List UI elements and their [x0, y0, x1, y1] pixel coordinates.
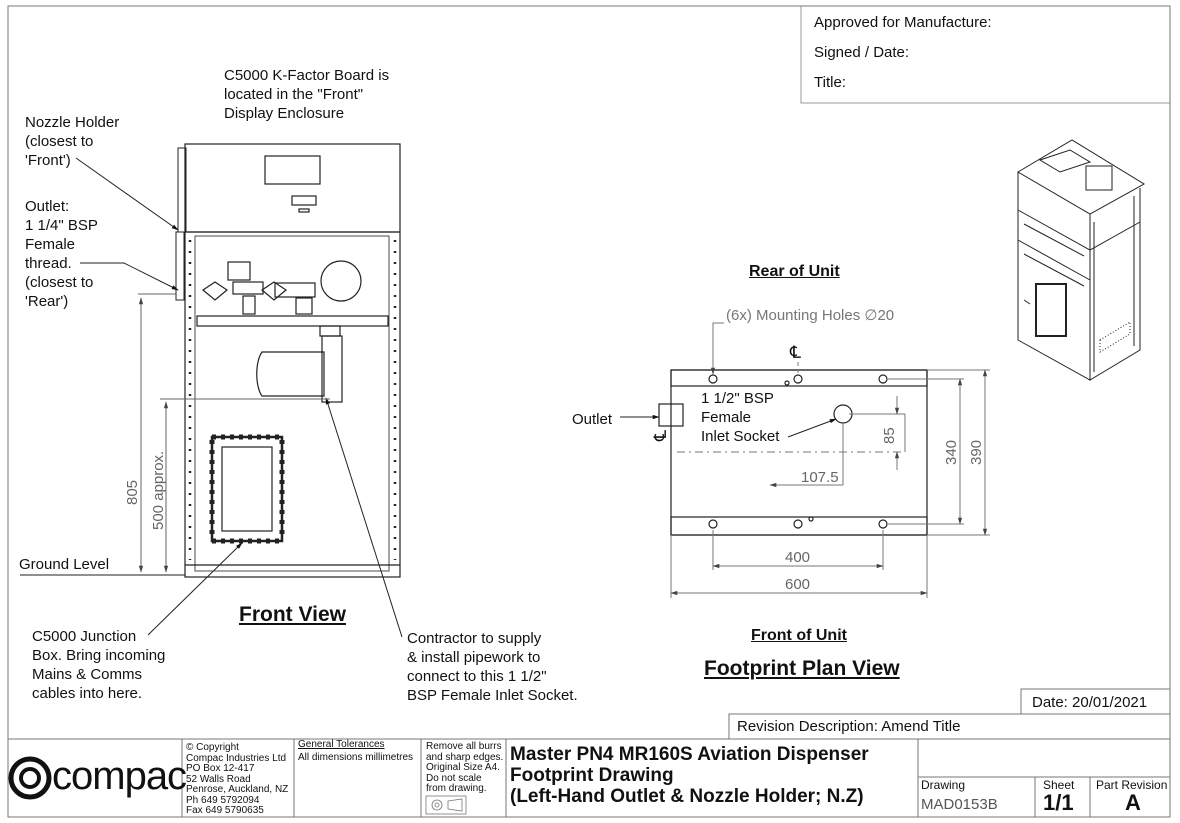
approval-box — [800, 6, 1170, 104]
revision-date: Date: 20/01/2021 — [1032, 694, 1148, 711]
drawing-label: Drawing — [921, 778, 966, 792]
mounting-holes-label: (6x) Mounting Holes ∅20 — [726, 307, 895, 324]
mounting-holes — [708, 374, 888, 529]
title-label: Title: — [814, 74, 846, 91]
dim-107-5: 107.5 — [801, 469, 839, 486]
approved-label: Approved for Manufacture: — [814, 14, 992, 31]
contractor-leader — [325, 397, 403, 638]
dim-85: 85 — [881, 427, 898, 444]
dim-600: 600 — [785, 576, 811, 593]
isometric-view — [1017, 139, 1145, 381]
dim-805: 805 — [124, 479, 141, 505]
front-view-title: Front View — [239, 603, 346, 626]
company-logo-text: compac — [52, 754, 187, 798]
projection-symbol — [425, 795, 467, 815]
sheet-value: 1/1 — [1043, 790, 1074, 815]
dim-340: 340 — [943, 439, 960, 465]
outlet-label: Outlet — [572, 411, 613, 428]
sheet-border — [7, 5, 1171, 818]
revision-description: Revision Description: Amend Title — [737, 718, 961, 735]
contractor-note: Contractor to supply & install pipework … — [407, 630, 578, 704]
plan-view-title: Footprint Plan View — [704, 657, 900, 680]
company-details: © Copyright Compac Industries Ltd PO Box… — [186, 742, 289, 816]
outlet-leader — [80, 262, 179, 291]
ground-level-label: Ground Level — [19, 556, 110, 573]
signed-label: Signed / Date: — [814, 44, 910, 61]
dim-500-approx: 500 approx. — [150, 450, 167, 530]
dim-390: 390 — [968, 439, 985, 465]
part-revision-value: A — [1125, 790, 1141, 815]
tolerances-text: All dimensions millimetres — [298, 752, 414, 763]
tolerances-heading: General Tolerances — [298, 739, 385, 750]
title-block-lines — [8, 688, 1170, 817]
k-factor-note: C5000 K-Factor Board is located in the "… — [224, 67, 390, 122]
outlet-note: Outlet: 1 1/4" BSP Female thread. (close… — [25, 198, 98, 310]
dim-400: 400 — [785, 549, 811, 566]
drawing-notes: Remove all burrs and sharp edges. Origin… — [426, 741, 504, 794]
front-view-cabinet — [175, 143, 401, 578]
rear-of-unit-label: Rear of Unit — [749, 263, 840, 280]
drawing-number: MAD0153B — [921, 796, 998, 813]
centerline-top: ℄ — [790, 343, 801, 362]
drawing-title: Master PN4 MR160S Aviation Dispenser Foo… — [510, 744, 869, 807]
junction-leader — [147, 542, 243, 636]
sheet-label: Sheet — [1043, 778, 1075, 792]
plan-footprint — [658, 369, 928, 536]
centerline-side: ℄ — [651, 430, 670, 441]
junction-box-note: C5000 Junction Box. Bring incoming Mains… — [32, 628, 166, 702]
nozzle-leader — [75, 157, 179, 231]
inlet-socket-note: 1 1/2" BSP Female Inlet Socket — [701, 390, 780, 445]
logo-mark — [8, 756, 52, 800]
part-revision-label: Part Revision — [1096, 778, 1168, 792]
nozzle-holder-note: Nozzle Holder (closest to 'Front') — [25, 114, 120, 169]
front-of-unit-label: Front of Unit — [751, 627, 847, 644]
